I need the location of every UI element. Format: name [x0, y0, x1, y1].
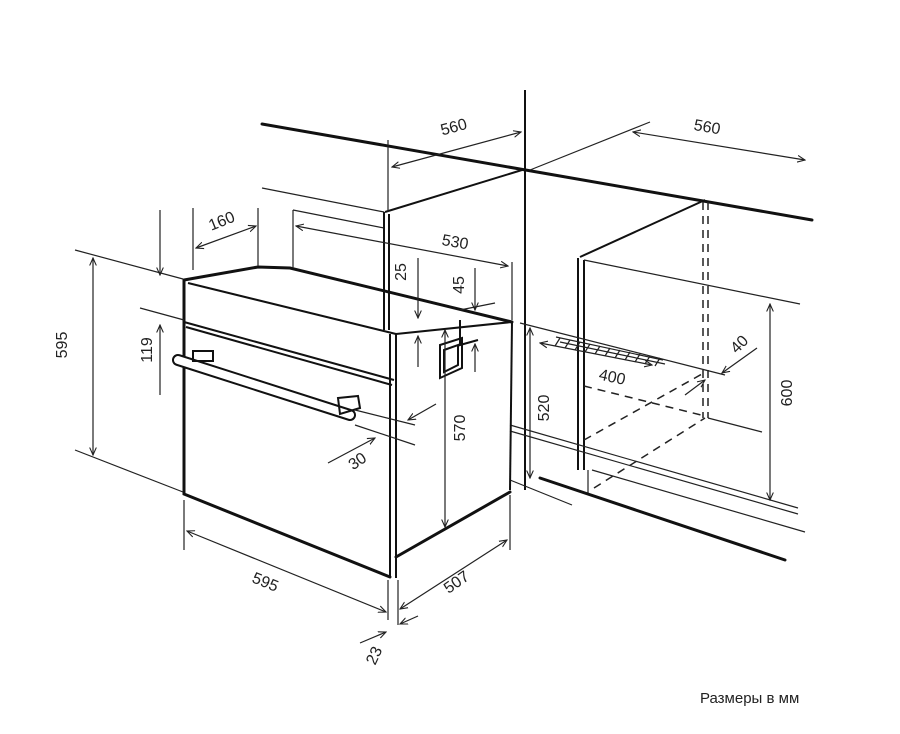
cabinet-structure: [260, 90, 814, 562]
door-handle: [172, 350, 362, 421]
oven: [172, 265, 514, 579]
dim-label-570: 570: [452, 415, 469, 442]
dim-label-400: 400: [597, 367, 627, 389]
dim-label-520: 520: [536, 395, 553, 422]
vent-hatch: [554, 336, 666, 367]
dim-label-45: 45: [451, 276, 468, 294]
vent-slot: [439, 336, 463, 380]
dim-label-niche-width-left: 560: [439, 116, 469, 139]
dim-label-530: 530: [440, 232, 469, 253]
dim-label-119: 119: [139, 337, 156, 363]
dim-label-600: 600: [779, 380, 796, 407]
dim-label-160: 160: [206, 209, 237, 235]
dim-label-507: 507: [441, 568, 473, 597]
dim-label-25: 25: [393, 263, 410, 281]
dim-label-niche-width-right: 560: [692, 117, 721, 138]
dimension-lines: [74, 121, 805, 644]
dim-label-oven-width-595: 595: [250, 570, 281, 596]
dim-label-oven-height-595: 595: [54, 332, 71, 359]
dim-label-23: 23: [363, 644, 386, 667]
dim-label-30: 30: [346, 450, 370, 474]
units-caption: Размеры в мм: [700, 690, 800, 707]
